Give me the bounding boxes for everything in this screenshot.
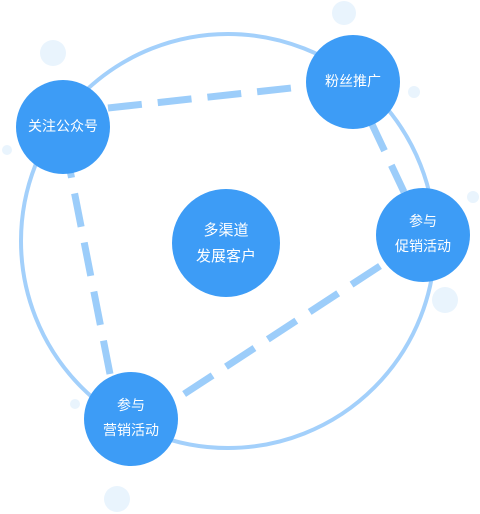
node-label: 粉丝推广 <box>325 73 381 90</box>
node-label-line2: 营销活动 <box>103 423 159 439</box>
center-node: 多渠道 发展客户 <box>172 189 280 297</box>
link-marketing-wechat <box>66 169 114 375</box>
node-promotion-activity: 参与 促销活动 <box>376 188 470 282</box>
decorative-bubble <box>408 86 420 98</box>
decorative-bubble <box>104 486 130 512</box>
decorative-bubble <box>2 145 12 155</box>
link-fans-promo <box>366 118 408 194</box>
decorative-bubble <box>332 1 356 25</box>
link-wechat-fans <box>107 82 311 112</box>
node-follow-official-account: 关注公众号 <box>16 80 110 174</box>
node-label-line1: 参与 <box>409 214 437 230</box>
decorative-bubble <box>40 40 66 66</box>
dashed-links <box>66 82 408 401</box>
link-promo-marketing <box>176 263 382 401</box>
node-marketing-activity: 参与 营销活动 <box>84 372 178 466</box>
node-label-line2: 促销活动 <box>395 239 451 255</box>
node-fan-promotion: 粉丝推广 <box>306 35 400 129</box>
node-label-line1: 参与 <box>117 398 145 414</box>
decorative-bubble <box>70 399 80 409</box>
decorative-bubble <box>467 191 479 203</box>
node-label: 关注公众号 <box>28 118 98 135</box>
center-label-line2: 发展客户 <box>195 247 256 265</box>
decorative-bubble <box>432 287 458 313</box>
center-label-line1: 多渠道 <box>203 221 249 239</box>
